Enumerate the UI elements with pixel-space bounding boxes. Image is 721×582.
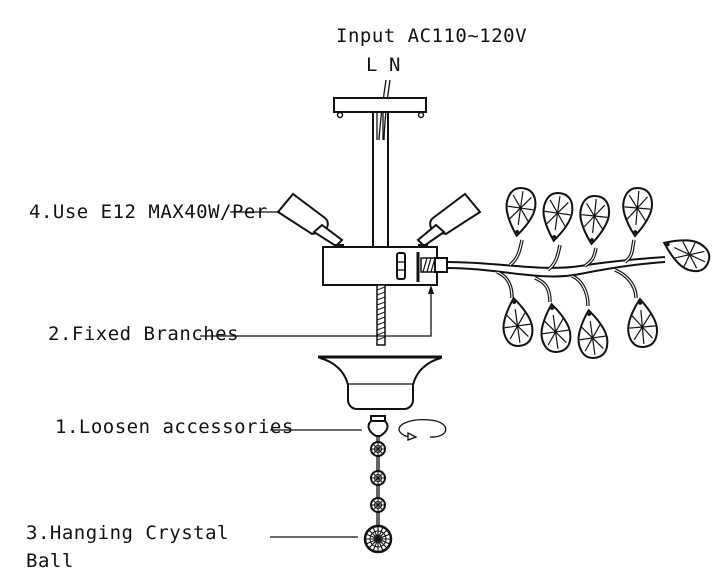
step-1-label: 1.Loosen accessories <box>55 416 294 438</box>
branch-crystal <box>542 192 574 243</box>
branch-crystals <box>496 187 711 359</box>
chain-beads <box>370 441 386 513</box>
lamp-cup <box>318 355 442 410</box>
input-voltage-label: Input AC110~120V <box>336 25 528 47</box>
lamp-holder-left <box>276 192 344 248</box>
branch-crystal <box>662 239 711 273</box>
neutral-wire-label: N <box>389 54 401 76</box>
hanging-crystal-ball <box>363 524 393 554</box>
branch-crystal <box>622 187 653 238</box>
branch-arm <box>446 256 666 278</box>
step-3-label-line1: 3.Hanging Crystal <box>26 522 229 544</box>
live-wire-label: L <box>366 54 378 76</box>
branch-crystal <box>502 296 534 347</box>
branch-crystal <box>505 187 537 238</box>
ceiling-canopy <box>333 97 427 119</box>
threaded-rod <box>376 284 386 346</box>
branch-crystal <box>540 302 572 353</box>
rotate-arrow-icon <box>398 419 447 441</box>
step-2-label: 2.Fixed Branches <box>48 323 240 345</box>
loosen-nut <box>367 415 389 437</box>
lamp-holder-right <box>416 192 482 248</box>
chain-bead <box>370 470 386 486</box>
center-body <box>322 246 448 286</box>
chain-bead <box>370 497 386 513</box>
step-4-label: 4.Use E12 MAX40W/Per <box>29 201 268 223</box>
branch-crystal <box>577 308 609 359</box>
step-3-label-line2: Ball <box>26 550 74 572</box>
step-2-leader <box>200 285 434 337</box>
down-rod <box>372 112 389 247</box>
branch-crystal <box>579 195 611 246</box>
branch-crystal <box>627 297 658 348</box>
chain-bead <box>370 441 386 457</box>
